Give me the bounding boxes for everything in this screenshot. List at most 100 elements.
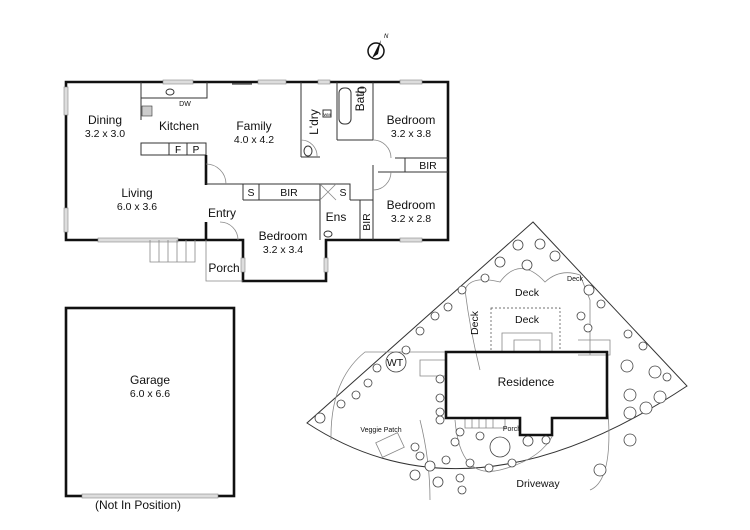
- north-label: N: [384, 34, 389, 40]
- room-entry: Entry: [208, 206, 236, 220]
- tree-icon: [593, 463, 607, 477]
- tree-icon: [507, 458, 517, 468]
- storage-label: S: [339, 187, 346, 199]
- bir-label: BIR: [361, 213, 373, 231]
- tree-icon: [534, 238, 546, 250]
- tree-icon: [662, 372, 672, 382]
- tree-icon: [401, 345, 411, 355]
- room-bedroom-1: Bedroom: [387, 113, 436, 127]
- tree-icon: [522, 435, 534, 447]
- veggie-patch-label: Veggie Patch: [360, 427, 401, 434]
- tree-icon: [435, 374, 445, 384]
- room-living-size: 6.0 x 3.6: [117, 201, 157, 213]
- tree-icon: [638, 341, 648, 351]
- tree-icon: [653, 390, 667, 404]
- tree-icon: [494, 256, 506, 268]
- room-porch: Porch: [208, 261, 239, 275]
- room-kitchen: Kitchen: [159, 119, 199, 133]
- tree-icon: [484, 463, 494, 473]
- storage-label: S: [247, 187, 254, 199]
- driveway-label: Driveway: [516, 478, 560, 490]
- tree-icon: [457, 485, 467, 495]
- trees: [314, 238, 672, 495]
- tree-icon: [521, 259, 533, 271]
- compass-icon: N: [367, 34, 389, 60]
- room-bedroom-1-size: 3.2 x 3.8: [391, 128, 431, 140]
- tree-icon: [363, 378, 373, 388]
- tree-icon: [424, 460, 436, 472]
- fridge-label: F: [175, 145, 181, 156]
- room-family-size: 4.0 x 4.2: [234, 134, 274, 146]
- tree-icon: [583, 323, 593, 333]
- room-bath: Bath: [353, 87, 367, 112]
- bathtub-icon: [338, 87, 352, 125]
- tree-icon: [583, 284, 595, 296]
- bir-label: BIR: [280, 187, 298, 199]
- tree-icon: [639, 401, 653, 415]
- deck-label: Deck: [515, 314, 540, 326]
- tree-icon: [441, 455, 451, 465]
- tree-icon: [576, 311, 586, 321]
- room-ensuite: Ens: [326, 210, 347, 224]
- tree-icon: [512, 239, 524, 251]
- house-floor-plan: DW F P WM: [63, 79, 450, 283]
- garage-size: 6.0 x 6.6: [130, 388, 170, 400]
- tree-icon: [455, 427, 465, 437]
- tree-icon: [620, 359, 634, 373]
- tree-icon: [415, 326, 425, 336]
- garage-note: (Not In Position): [95, 498, 181, 512]
- tree-icon: [475, 431, 485, 441]
- garage-label: Garage: [130, 373, 170, 387]
- room-bedroom-2-size: 3.2 x 3.4: [263, 244, 303, 256]
- room-laundry: L'dry: [307, 109, 321, 135]
- tree-icon: [409, 469, 421, 481]
- deck-label: Deck: [567, 276, 583, 283]
- cooktop-icon: [141, 105, 153, 117]
- tree-icon: [480, 273, 490, 283]
- residence-label: Residence: [498, 375, 555, 389]
- tree-icon: [432, 476, 444, 488]
- tree-icon: [430, 311, 440, 321]
- garage-plan: Garage 6.0 x 6.6 (Not In Position): [64, 306, 236, 512]
- room-dining-size: 3.2 x 3.0: [85, 128, 125, 140]
- tree-icon: [596, 299, 606, 309]
- tree-icon: [435, 407, 445, 417]
- water-tank-label: WT: [387, 357, 404, 369]
- room-labels: Dining 3.2 x 3.0 Kitchen Family 4.0 x 4.…: [85, 87, 437, 275]
- toilet-icon: [303, 145, 313, 157]
- tree-icon: [450, 437, 460, 447]
- tree-icon: [623, 433, 637, 447]
- tree-icon: [457, 285, 467, 295]
- room-bedroom-2: Bedroom: [259, 229, 308, 243]
- bir-label: BIR: [419, 160, 437, 172]
- tree-icon: [489, 436, 511, 458]
- water-tank-icon: [385, 351, 407, 373]
- tree-icon: [648, 365, 662, 379]
- pantry-label: P: [193, 145, 200, 156]
- room-bedroom-3-size: 3.2 x 2.8: [391, 213, 431, 225]
- tree-icon: [443, 302, 453, 312]
- tree-icon: [549, 250, 561, 262]
- room-bedroom-3: Bedroom: [387, 198, 436, 212]
- tree-icon: [455, 473, 465, 483]
- tree-icon: [410, 442, 420, 452]
- deck-label: Deck: [469, 310, 481, 335]
- room-living: Living: [121, 186, 152, 200]
- tree-icon: [336, 399, 346, 409]
- site-plan: WT Residence Deck Deck Deck Deck Veggie …: [306, 221, 688, 501]
- tree-icon: [465, 458, 475, 468]
- tree-icon: [541, 435, 551, 445]
- tree-icon: [351, 390, 361, 400]
- tree-icon: [435, 393, 445, 403]
- tree-icon: [623, 388, 637, 402]
- tree-icon: [435, 415, 445, 425]
- dishwasher-label: DW: [179, 101, 191, 108]
- washing-machine-label: WM: [323, 112, 330, 117]
- room-family: Family: [236, 119, 271, 133]
- room-dining: Dining: [88, 113, 122, 127]
- tree-icon: [623, 329, 633, 339]
- tree-icon: [623, 406, 637, 420]
- sink-icon: [165, 88, 175, 96]
- deck-label: Deck: [515, 287, 540, 299]
